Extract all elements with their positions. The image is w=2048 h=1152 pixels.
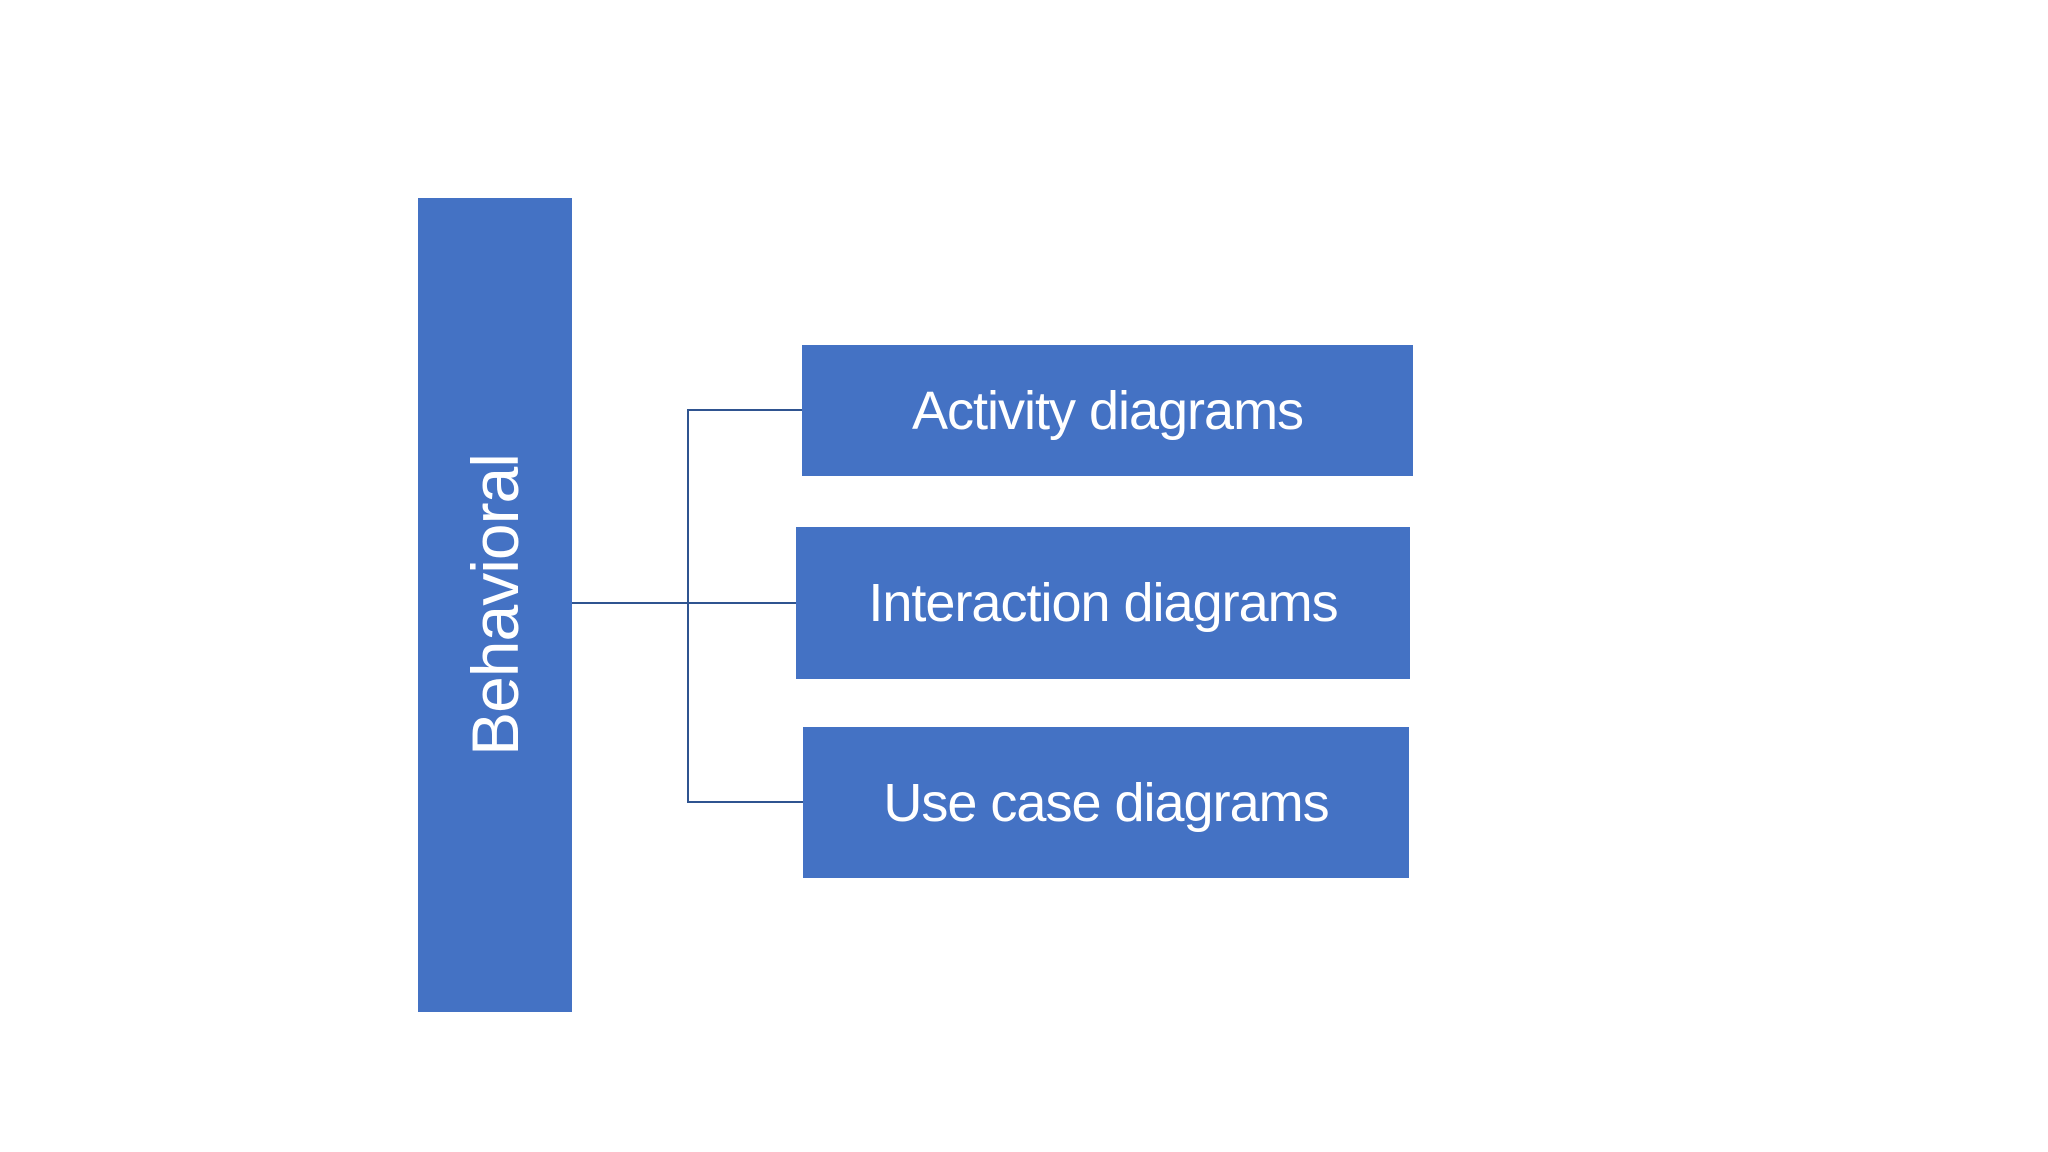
- connector-parent-to-trunk: [572, 602, 797, 604]
- child-node-label: Activity diagrams: [911, 380, 1304, 441]
- child-node-activity-diagrams: Activity diagrams: [802, 345, 1413, 476]
- child-node-label: Interaction diagrams: [868, 573, 1338, 633]
- connector-to-use-case-diagrams: [687, 801, 804, 803]
- child-node-interaction-diagrams: Interaction diagrams: [796, 527, 1410, 679]
- parent-node-behavioral: Behavioral: [418, 198, 572, 1012]
- parent-node-label: Behavioral: [458, 454, 533, 756]
- connector-trunk: [687, 409, 689, 803]
- child-node-label: Use case diagrams: [883, 772, 1329, 833]
- connector-to-activity-diagrams: [687, 409, 803, 411]
- child-node-use-case-diagrams: Use case diagrams: [803, 727, 1409, 878]
